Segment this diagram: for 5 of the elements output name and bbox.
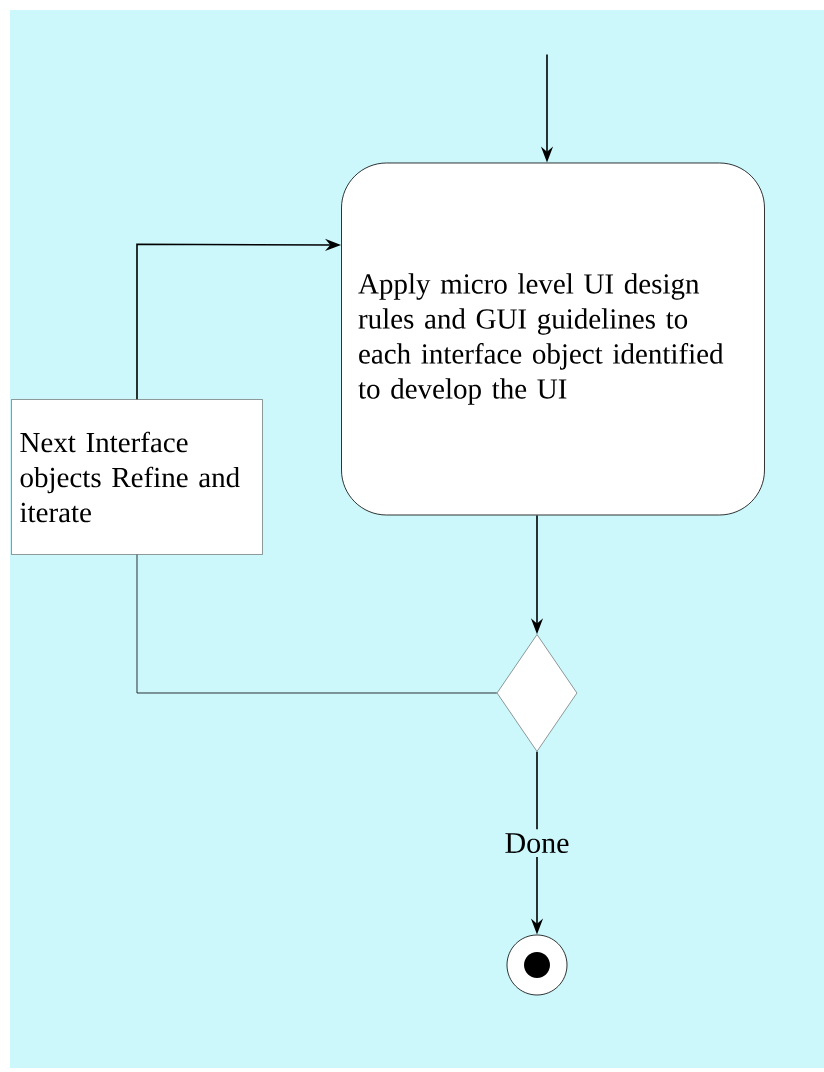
decision-diamond [496, 634, 578, 752]
final-node [506, 934, 568, 996]
activity-box: Apply micro level UI design rules and GUI guidelines to each interface object identified to develop the UI [341, 162, 765, 516]
note-box: Next Interface objects Refine and iterate [11, 399, 263, 555]
edge-label: Done [500, 829, 574, 858]
